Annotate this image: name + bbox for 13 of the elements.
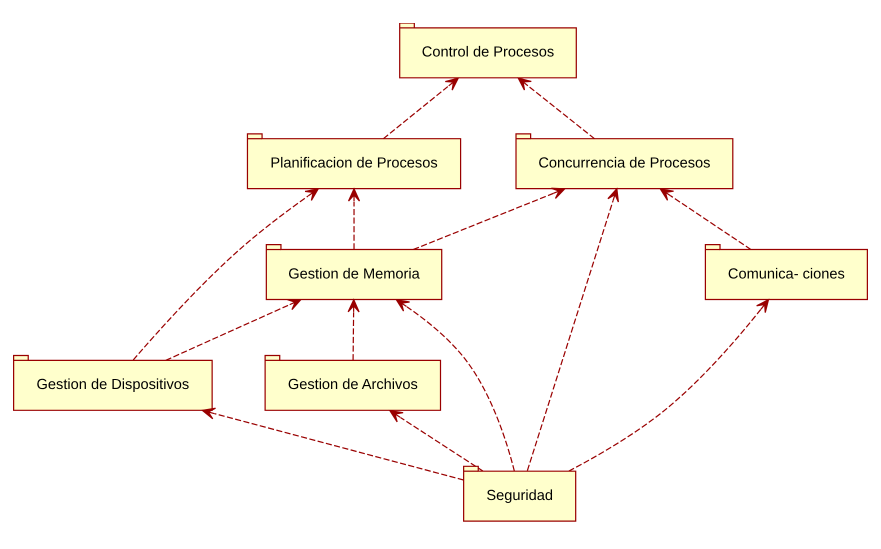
arrow — [166, 299, 302, 361]
arrow — [568, 299, 770, 472]
arrow — [660, 188, 752, 250]
arrow — [348, 299, 360, 360]
arrow — [132, 188, 319, 360]
arrow — [413, 188, 566, 250]
arrow — [348, 188, 360, 250]
arrow — [518, 78, 595, 140]
arrow — [396, 299, 515, 472]
arrow — [389, 410, 484, 472]
arrow — [202, 408, 464, 481]
arrow — [383, 78, 459, 140]
arrow — [526, 188, 619, 471]
